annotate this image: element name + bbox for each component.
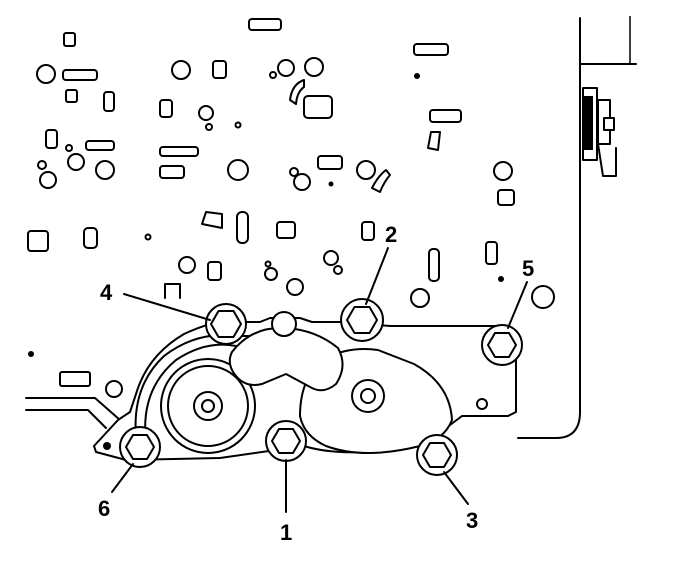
left-bracket	[25, 397, 121, 429]
electrical-connector	[582, 87, 617, 177]
bolt-4	[205, 303, 247, 345]
callout-label-6: 6	[98, 496, 110, 521]
bolt-6	[119, 426, 161, 468]
housing-edge	[517, 16, 637, 439]
bolt-1	[265, 420, 307, 462]
callout-label-1: 1	[280, 520, 292, 545]
bolt-2	[340, 298, 384, 342]
leader-lines	[111, 247, 528, 513]
callout-label-3: 3	[466, 508, 478, 533]
bolt-5	[481, 324, 523, 366]
callout-label-2: 2	[385, 222, 397, 247]
accumulator-housing	[93, 311, 517, 461]
callout-label-5: 5	[522, 256, 534, 281]
callout-label-4: 4	[100, 280, 113, 305]
valve-body-passages	[27, 18, 555, 398]
bolt-3	[416, 434, 458, 476]
